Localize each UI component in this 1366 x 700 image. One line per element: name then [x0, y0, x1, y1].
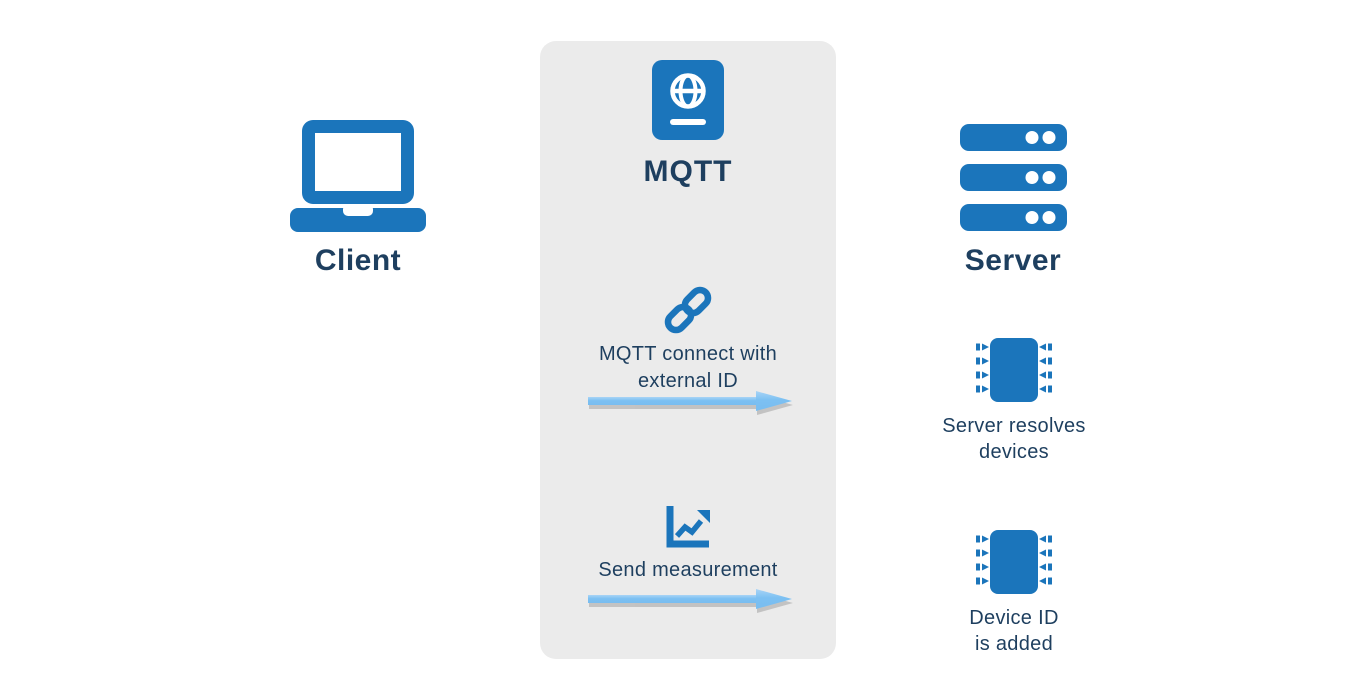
- server-step-resolve-line1: Server resolves: [942, 415, 1086, 437]
- mqtt-panel: MQTT MQTT connect with external ID: [540, 41, 836, 659]
- server-stack-icon: [960, 124, 1067, 231]
- link-icon: [664, 286, 712, 334]
- arrow-right-measurement: [582, 588, 794, 614]
- server-step-resolve-text: Server resolves devices: [914, 413, 1114, 465]
- passport-globe-icon: [652, 60, 724, 140]
- step-connect-text: MQTT connect with external ID: [568, 341, 808, 395]
- client-label: Client: [314, 244, 402, 277]
- server-step-resolve-line2: devices: [979, 441, 1049, 463]
- server-label: Server: [964, 244, 1062, 277]
- chart-line-icon: [664, 503, 712, 549]
- arrow-right-connect: [582, 390, 794, 416]
- step-measurement-text: Send measurement: [568, 557, 808, 584]
- laptop-icon: [290, 120, 426, 232]
- step-connect-line2: external ID: [637, 370, 738, 392]
- step-measurement-line1: Send measurement: [598, 559, 778, 581]
- microchip-icon: [976, 530, 1052, 594]
- microchip-icon: [976, 338, 1052, 402]
- server-step-deviceid-line2: is added: [974, 633, 1053, 655]
- server-step-deviceid-line1: Device ID: [969, 607, 1059, 629]
- server-step-deviceid-text: Device ID is added: [914, 605, 1114, 657]
- mqtt-label: MQTT: [643, 155, 733, 188]
- step-connect-line1: MQTT connect with: [598, 343, 778, 365]
